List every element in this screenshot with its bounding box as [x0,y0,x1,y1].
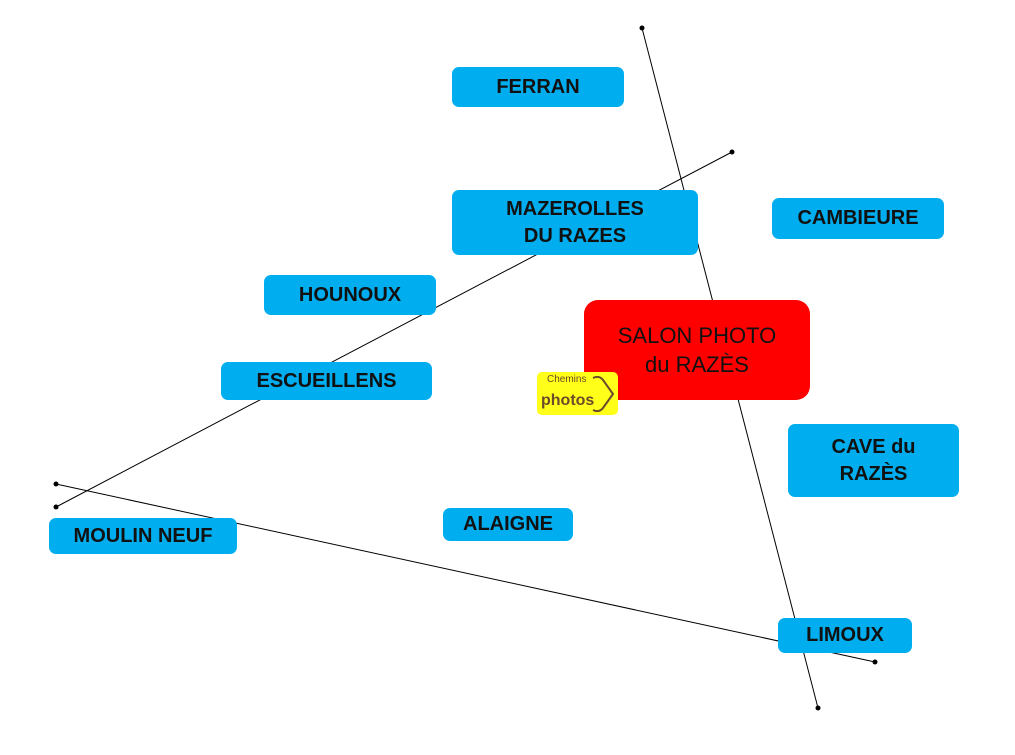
road-endpoint [53,481,59,487]
place-cambieure: CAMBIEURE [772,198,944,239]
arrow-icon [592,375,615,413]
road-endpoint [639,25,645,31]
road-endpoint [53,504,59,510]
place-ferran: FERRAN [452,67,624,107]
road-endpoint [729,149,735,155]
place-limoux: LIMOUX [778,618,912,653]
road-endpoint [872,659,878,665]
salon-photo-center: SALON PHOTO du RAZÈS [584,300,810,400]
chemins-photos-logo: Chemins photos [537,372,618,415]
place-moulin-neuf: MOULIN NEUF [49,518,237,554]
logo-text-photos: photos [541,392,595,409]
logo-text-chemins: Chemins [547,374,587,385]
road-endpoint [815,705,821,711]
place-alaigne: ALAIGNE [443,508,573,541]
place-escueillens: ESCUEILLENS [221,362,432,400]
place-hounoux: HOUNOUX [264,275,436,315]
place-mazerolles: MAZEROLLES DU RAZES [452,190,698,255]
road-line-west-east [55,483,876,663]
place-cave: CAVE du RAZÈS [788,424,959,497]
